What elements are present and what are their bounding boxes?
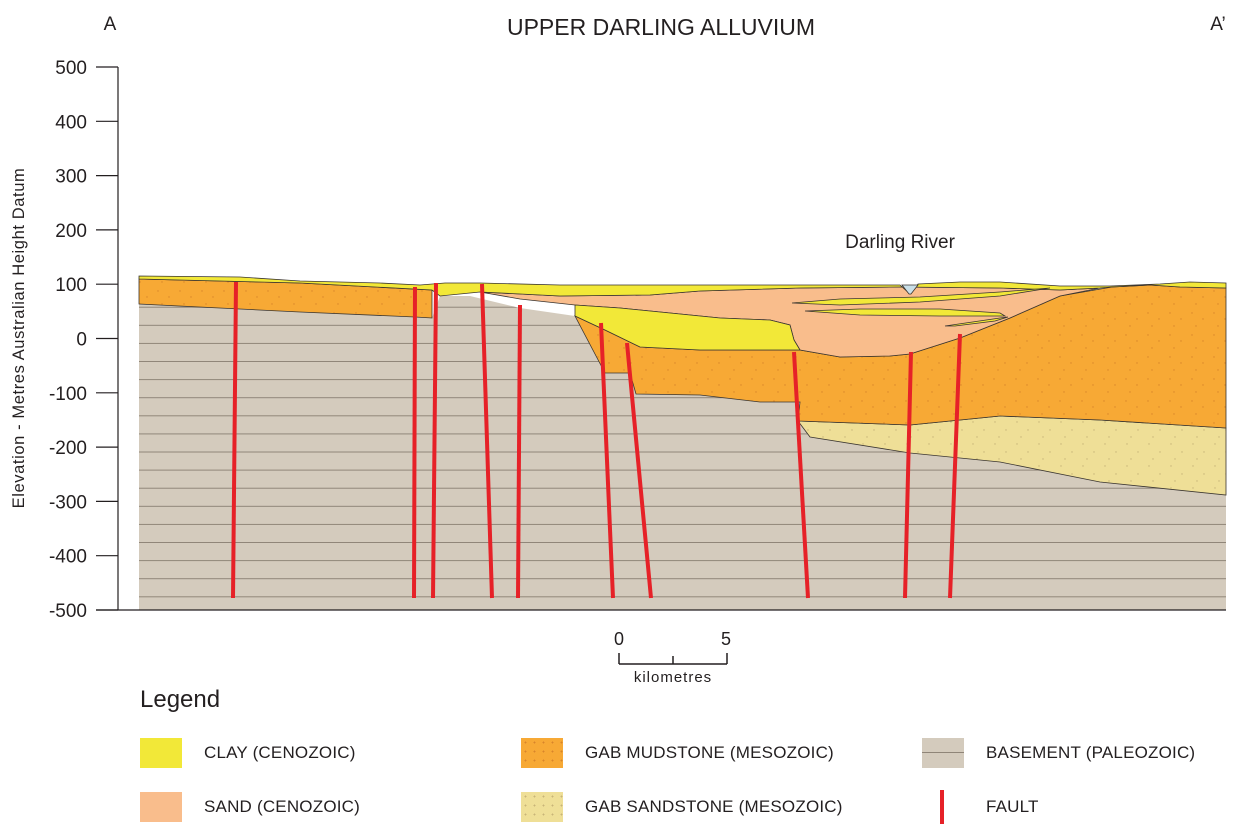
y-axis-tick-label: -400: [49, 547, 87, 568]
scale-bar: 0 5 kilometres: [614, 629, 731, 686]
legend-label: GAB SANDSTONE (MESOZOIC): [585, 797, 843, 816]
clay-lens-upper: [791, 287, 1051, 306]
fault-line: [412, 286, 417, 599]
fault-line: [516, 304, 522, 599]
scale-bar-unit: kilometres: [634, 669, 712, 686]
legend-label: CLAY (CENOZOIC): [204, 743, 356, 762]
clay-lens-middle: [804, 308, 1007, 317]
clay-wedge-west: [574, 304, 801, 351]
fault-line: [625, 342, 653, 599]
faults: [231, 281, 962, 599]
fault-line: [903, 351, 913, 599]
legend-label: GAB MUDSTONE (MESOZOIC): [585, 743, 834, 762]
section-layers: [138, 275, 1227, 610]
gab-mudstone-swatch: [521, 738, 563, 768]
scale-bar-max-label: 5: [721, 629, 731, 649]
y-axis-tick-label: -100: [49, 384, 87, 405]
fault-line: [792, 351, 810, 599]
legend-item-basement: BASEMENT (PALEOZOIC): [922, 737, 1195, 769]
y-axis-tick-label: -300: [49, 492, 87, 513]
y-axis-tick-label: 400: [55, 112, 87, 133]
scale-bar-min-label: 0: [614, 629, 624, 649]
fault-line: [231, 281, 238, 599]
darling-river-label: Darling River: [845, 232, 955, 253]
y-axis-tick-label: 500: [55, 58, 87, 79]
basement-swatch: [922, 738, 964, 768]
y-axis-tick-label: 300: [55, 167, 87, 188]
fault-line: [948, 333, 962, 599]
fault-line: [480, 283, 494, 599]
legend-item-gab-mudstone: GAB MUDSTONE (MESOZOIC): [521, 737, 834, 769]
gab-sandstone-swatch: [521, 792, 563, 822]
clay-unit: [138, 275, 1227, 297]
y-axis-tick-label: 100: [55, 275, 87, 296]
y-axis: 500 400 300 200 100 0 -100 -200 -300 -400 -500 Ele…: [10, 58, 1226, 622]
legend-label: FAULT: [986, 797, 1039, 816]
river-channel: [901, 284, 919, 295]
y-axis-tick-label: -200: [49, 438, 87, 459]
y-axis-tick-label: 200: [55, 221, 87, 242]
legend-title: Legend: [140, 686, 221, 713]
fault-line: [431, 282, 438, 599]
legend-label: BASEMENT (PALEOZOIC): [986, 743, 1196, 762]
y-axis-tick-label: 0: [76, 330, 87, 351]
legend-label: SAND (CENOZOIC): [204, 797, 360, 816]
y-axis-tick-label: -500: [49, 601, 87, 622]
diagram-title: UPPER DARLING ALLUVIUM: [507, 14, 815, 40]
legend-item-fault: FAULT: [922, 790, 1039, 824]
legend: Legend CLAY (CENOZOIC) SAND (CENOZOIC) G…: [140, 686, 1230, 824]
clay-lens-lower: [944, 316, 1009, 327]
section-end-label: A’: [1210, 14, 1225, 35]
fault-swatch: [922, 790, 964, 824]
sand-swatch: [140, 792, 182, 822]
legend-item-clay: CLAY (CENOZOIC): [140, 737, 356, 769]
y-axis-label: Elevation - Metres Australian Height Dat…: [10, 168, 28, 509]
clay-swatch: [140, 738, 182, 768]
fault-line: [599, 322, 615, 599]
legend-item-sand: SAND (CENOZOIC): [140, 791, 360, 823]
legend-item-gab-sandstone: GAB SANDSTONE (MESOZOIC): [521, 791, 843, 823]
section-start-label: A: [104, 14, 117, 35]
